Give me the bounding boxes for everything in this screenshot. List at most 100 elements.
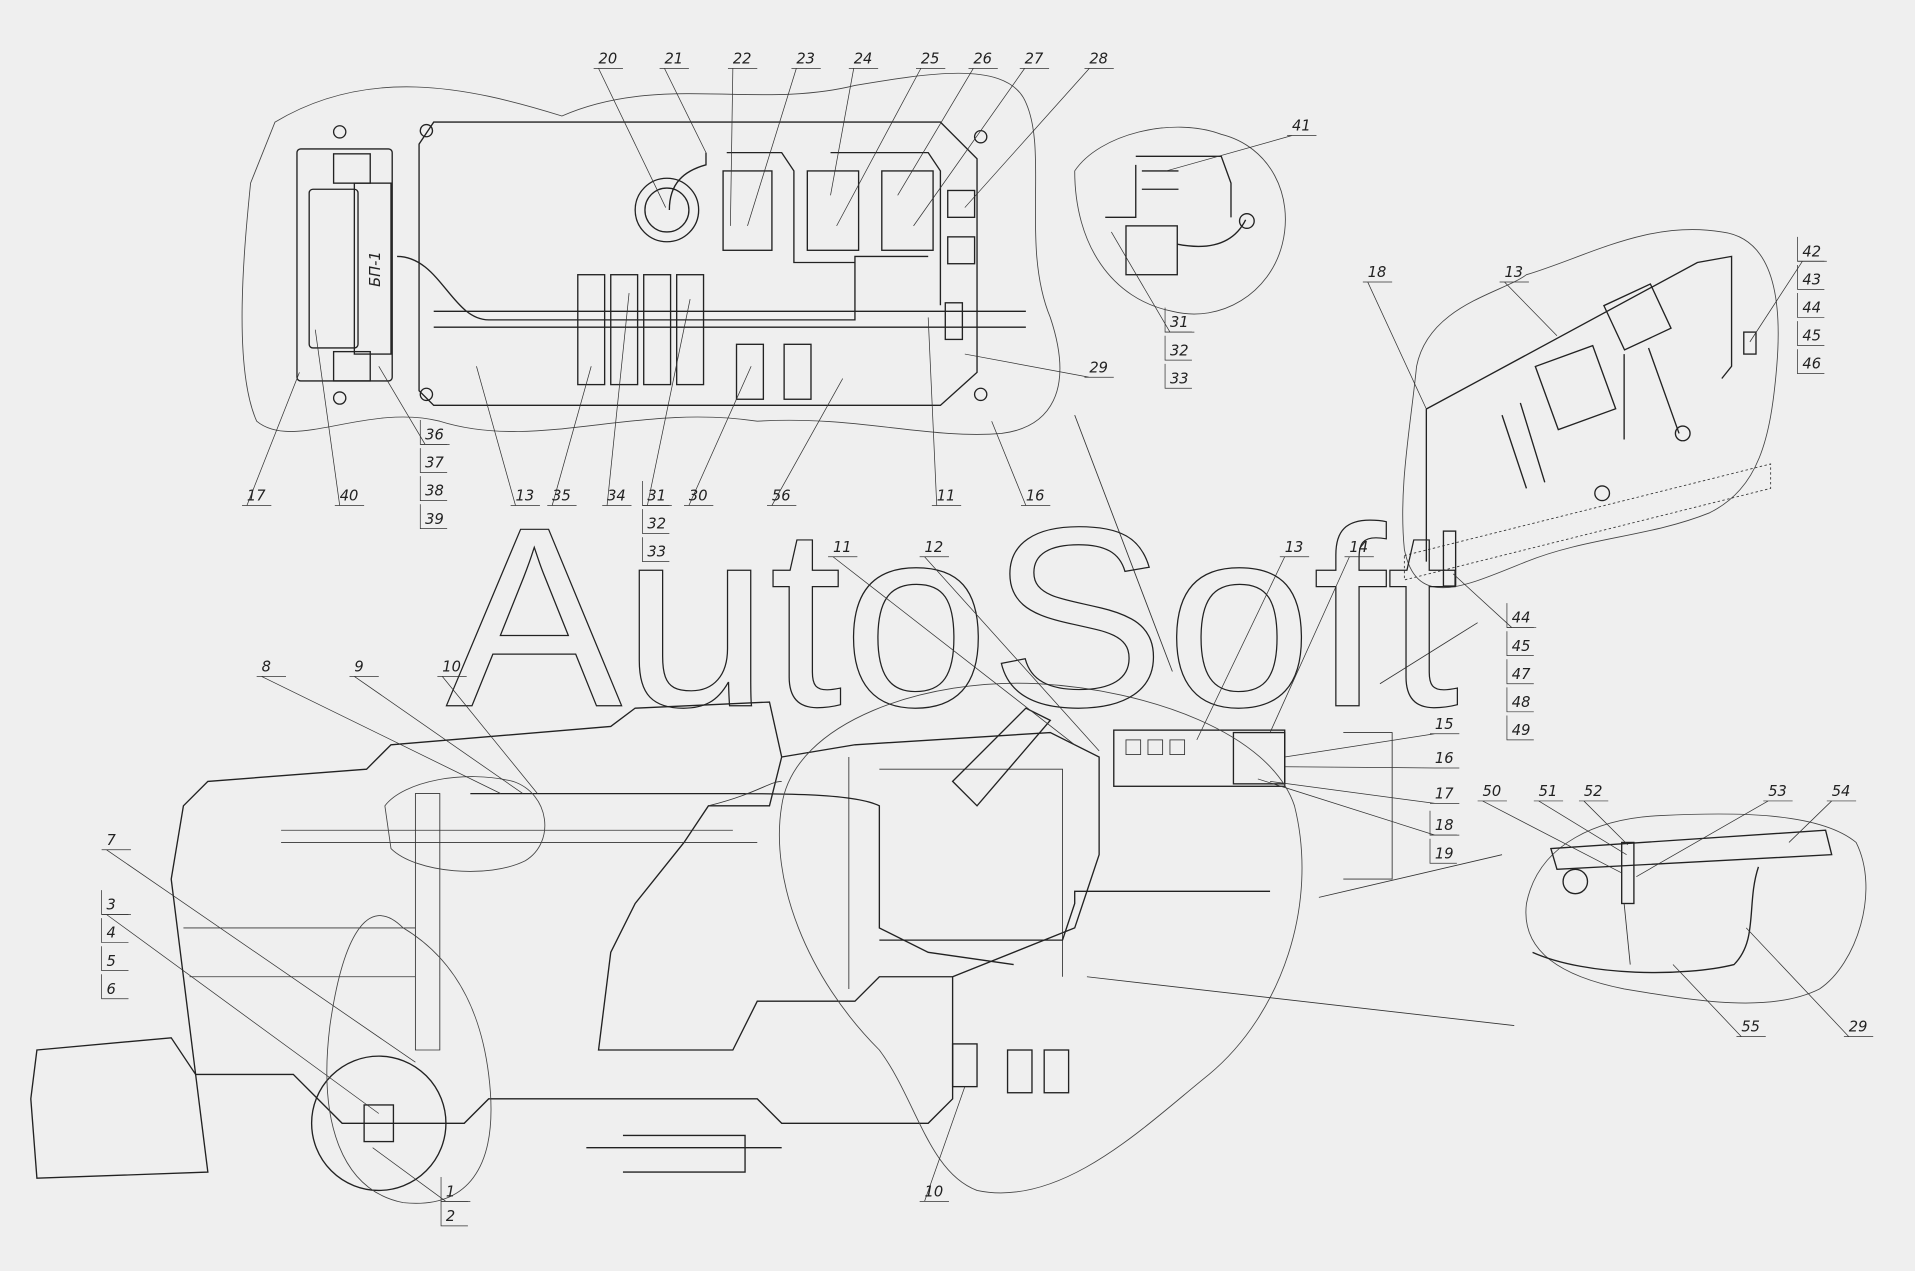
callout-label: 48 [1512, 694, 1531, 711]
callout-label: 25 [921, 50, 940, 67]
callout-label: 54 [1832, 783, 1851, 800]
callout-stack-box [1506, 687, 1534, 713]
leader-line [927, 317, 962, 506]
callout-stack-box [1164, 363, 1192, 389]
callout-label: 53 [1768, 783, 1787, 800]
tractor-outline [30, 414, 1515, 1204]
callout-label: 38 [425, 483, 444, 500]
leader-line [964, 353, 1114, 378]
callout-label: 43 [1802, 271, 1821, 288]
leader-line [1578, 800, 1629, 846]
callout-stack-box [1797, 293, 1825, 318]
leader-line [1477, 800, 1622, 874]
leader-line [593, 68, 667, 208]
callout-stack-box [1797, 236, 1825, 262]
leader-line [1257, 778, 1460, 836]
callout-stack-box [419, 504, 448, 530]
leader-line [242, 372, 300, 506]
leader-line [1672, 964, 1766, 1037]
callout-stack-box [419, 476, 448, 501]
callout-stack-box [1506, 631, 1534, 657]
leader-line [919, 556, 1100, 752]
callout-label: 45 [1802, 328, 1821, 345]
leader-line [1284, 766, 1460, 769]
callout-label: 31 [647, 488, 666, 505]
callout-stack-box [1506, 659, 1534, 685]
leader-line [314, 329, 365, 506]
callout-label: 24 [854, 50, 873, 67]
callout-label: 5 [107, 953, 116, 970]
callout-label: 29 [1849, 1019, 1868, 1036]
leader-line [828, 556, 1075, 746]
callout-label: 27 [1025, 50, 1044, 67]
leader-line [1269, 556, 1374, 733]
callout-label: 33 [647, 544, 666, 561]
callout-stack-box [101, 918, 129, 943]
leader-line [727, 68, 758, 226]
callout-stack-box [642, 481, 670, 506]
leader-line [1166, 135, 1317, 172]
callout-stack-box [440, 1201, 468, 1227]
callout-label: 16 [1026, 488, 1045, 505]
leader-line [1636, 800, 1793, 877]
callout-label: 56 [772, 488, 791, 505]
callout-label: 51 [1539, 783, 1558, 800]
callout-stack-box [419, 420, 448, 445]
leader-line [101, 849, 416, 1063]
leader-line [1362, 281, 1427, 410]
callout-label: 39 [425, 511, 444, 528]
leader-line [684, 366, 752, 506]
callout-label: 32 [647, 516, 666, 533]
watermark: AutoSoft [446, 475, 1460, 761]
callout-stack-box [1797, 321, 1825, 346]
leader-line [1745, 927, 1874, 1037]
callout-label: 11 [833, 539, 852, 556]
callout-label: 11 [937, 488, 956, 505]
callout-label: 37 [425, 455, 444, 472]
leader-line [897, 68, 998, 196]
callout-stack-box [1506, 603, 1534, 628]
callout-label: 19 [1435, 845, 1454, 862]
leader-line [767, 378, 844, 506]
callout-label: 17 [1435, 785, 1454, 802]
callout-label: 13 [516, 488, 535, 505]
detail-mounted-box [1402, 229, 1779, 589]
callout-label: 9 [354, 659, 363, 676]
leader-line [919, 1086, 966, 1202]
leader-line [991, 421, 1051, 506]
callout-label: 22 [733, 50, 752, 67]
leader-line [256, 676, 502, 794]
callout-label: 20 [599, 50, 618, 67]
callout-label: 4 [107, 925, 116, 942]
callout-stack-box [1797, 349, 1825, 374]
callout-label: 52 [1584, 783, 1603, 800]
callout-stack-box [1429, 810, 1457, 836]
leader-line [913, 68, 1050, 227]
callout-stack-box [1164, 335, 1192, 361]
callout-stack-box [1506, 715, 1534, 741]
callout-label: 18 [1435, 817, 1454, 834]
callout-label: 18 [1368, 264, 1387, 281]
leader-line [1196, 556, 1310, 741]
callout-label: 40 [340, 488, 359, 505]
callout-label: 21 [664, 50, 683, 67]
leader-line [1788, 800, 1857, 843]
component-label-bp1: БП-1 [367, 251, 384, 287]
detail-relay-cluster [1074, 126, 1286, 315]
callout-label: 8 [262, 659, 271, 676]
callout-label: 55 [1741, 1019, 1760, 1036]
callout-label: 36 [425, 427, 444, 444]
callout-label: 14 [1349, 539, 1368, 556]
callout-label: 26 [973, 50, 992, 67]
callout-label: 15 [1435, 716, 1454, 733]
callout-label: 50 [1483, 783, 1502, 800]
leader-line [547, 366, 592, 506]
callout-label: 13 [1285, 539, 1304, 556]
callout-stack-box [642, 537, 670, 562]
callout-label: 31 [1170, 314, 1189, 331]
callout-label: 41 [1292, 118, 1311, 135]
callout-label: 44 [1802, 300, 1821, 317]
